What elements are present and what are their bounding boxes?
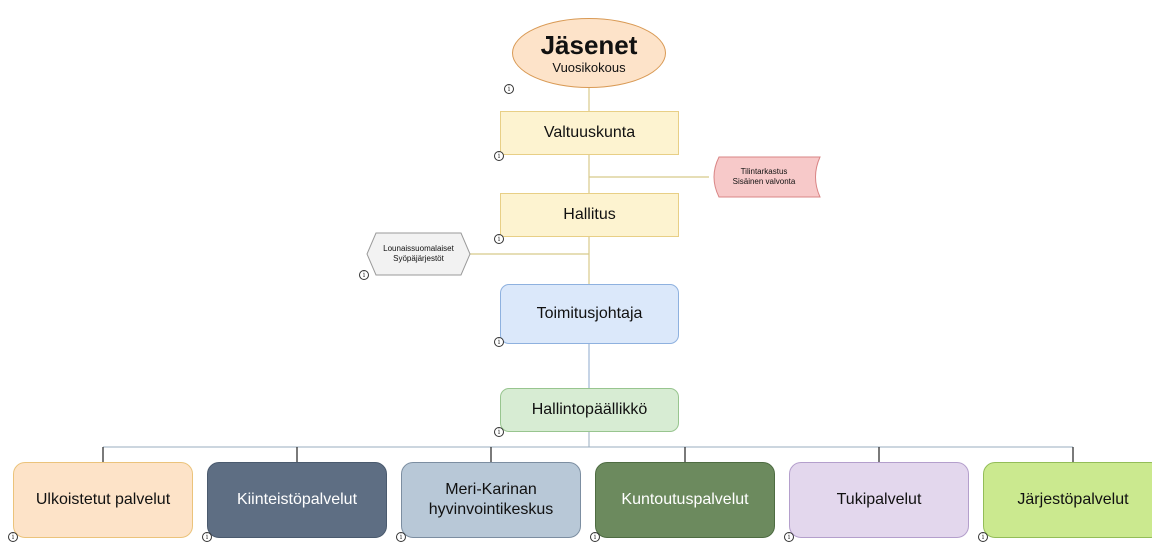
info-icon[interactable]: i	[494, 427, 504, 437]
valtuuskunta-label: Valtuuskunta	[543, 124, 636, 141]
unit-label: Kuntoutuspalvelut	[621, 491, 749, 508]
ceo-label: Toimitusjohtaja	[536, 305, 643, 322]
audit-node[interactable]: Tilintarkastus Sisäinen valvonta	[707, 156, 821, 198]
info-icon[interactable]: i	[359, 270, 369, 280]
ceo-node[interactable]: Toimitusjohtaja	[500, 284, 679, 344]
jasenet-subtitle: Vuosikokous	[552, 60, 626, 75]
admin-label: Hallintopäällikkö	[531, 401, 648, 418]
partners-line2: Syöpäjärjestöt	[393, 254, 444, 263]
hallitus-label: Hallitus	[563, 206, 616, 223]
info-icon[interactable]: i	[504, 84, 514, 94]
partners-line1: Lounaissuomalaiset	[383, 244, 454, 253]
unit-label: Ulkoistetut palvelut	[35, 491, 171, 508]
audit-shape	[713, 156, 821, 198]
info-icon[interactable]: i	[396, 532, 406, 542]
unit-label: Järjestöpalvelut	[1017, 491, 1129, 508]
info-icon[interactable]: i	[494, 337, 504, 347]
audit-line2: Sisäinen valvonta	[732, 177, 796, 186]
audit-line1: Tilintarkastus	[740, 167, 788, 176]
unit-meri-karinan-hyvinvointikeskus[interactable]: Meri-Karinan hyvinvointikeskus	[401, 462, 581, 538]
unit-label: Meri-Karinan hyvinvointikeskus	[428, 481, 554, 518]
unit-ulkoistetut-palvelut[interactable]: Ulkoistetut palvelut	[13, 462, 193, 538]
info-icon[interactable]: i	[784, 532, 794, 542]
unit-label: Kiinteistöpalvelut	[236, 491, 358, 508]
partners-shape	[366, 232, 471, 276]
unit-label: Tukipalvelut	[836, 491, 922, 508]
valtuuskunta-node[interactable]: Valtuuskunta	[500, 111, 679, 155]
unit-kuntoutuspalvelut[interactable]: Kuntoutuspalvelut	[595, 462, 775, 538]
unit-kiinteistopalvelut[interactable]: Kiinteistöpalvelut	[207, 462, 387, 538]
unit-jarjestopalvelut[interactable]: Järjestöpalvelut	[983, 462, 1152, 538]
info-icon[interactable]: i	[590, 532, 600, 542]
unit-tukipalvelut[interactable]: Tukipalvelut	[789, 462, 969, 538]
info-icon[interactable]: i	[978, 532, 988, 542]
info-icon[interactable]: i	[494, 151, 504, 161]
info-icon[interactable]: i	[8, 532, 18, 542]
info-icon[interactable]: i	[494, 234, 504, 244]
jasenet-title: Jäsenet	[540, 30, 638, 60]
admin-node[interactable]: Hallintopäällikkö	[500, 388, 679, 432]
partners-node[interactable]: Lounaissuomalaiset Syöpäjärjestöt	[366, 232, 471, 276]
hallitus-node[interactable]: Hallitus	[500, 193, 679, 237]
jasenet-node[interactable]: Jäsenet Vuosikokous	[512, 18, 666, 88]
info-icon[interactable]: i	[202, 532, 212, 542]
